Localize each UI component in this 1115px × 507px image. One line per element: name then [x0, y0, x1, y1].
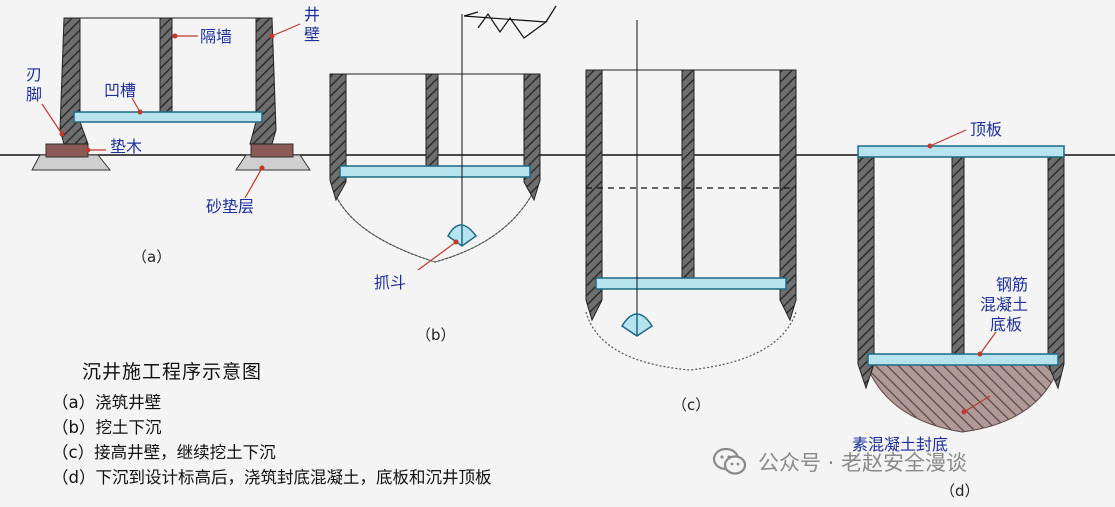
- excavation-profile-c: [585, 311, 797, 371]
- panel-c: （c）: [585, 20, 797, 414]
- partition-wall-d: [951, 155, 965, 355]
- partition-wall-c: [681, 69, 695, 279]
- well-wall-right: [249, 17, 277, 145]
- panel-tag-d: （d）: [940, 482, 980, 500]
- partition-wall-b: [425, 73, 439, 167]
- label-groove: 凹槽: [104, 81, 136, 100]
- label-well-wall-1: 井: [304, 5, 320, 24]
- bearing-pad-left: [45, 143, 89, 158]
- slab-c: [595, 277, 787, 290]
- label-rc-slab-2: 混凝土: [980, 295, 1028, 314]
- groove-slab: [73, 111, 263, 123]
- label-cutting-edge-2: 脚: [26, 85, 42, 104]
- roof-slab: [857, 145, 1065, 158]
- panel-tag-c: （c）: [672, 396, 710, 414]
- well-wall-right-b: [523, 73, 541, 202]
- legend-step-a: （a）浇筑井壁: [52, 393, 162, 412]
- label-grab-bucket: 抓斗: [374, 273, 406, 292]
- panel-a: 隔墙 井 壁 刃 脚 凹槽 垫木 砂垫层 （a）: [26, 5, 320, 266]
- excavation-profile-b: [329, 177, 541, 263]
- label-partition-wall: 隔墙: [200, 27, 232, 46]
- label-cutting-edge-1: 刃: [26, 65, 42, 84]
- panel-d: 顶板 钢筋 混凝土 底板 素混凝土封底 （d）: [852, 120, 1065, 500]
- panel-tag-b: （b）: [416, 326, 456, 344]
- legend-step-c: （c）接高井壁，继续挖土下沉: [52, 443, 276, 462]
- slab-b: [339, 165, 531, 178]
- crane-boom: [463, 5, 557, 39]
- label-rc-slab-3: 底板: [990, 315, 1022, 334]
- wechat-icon: [712, 447, 747, 475]
- panel-b: 抓斗 （b）: [329, 5, 557, 344]
- well-wall-left: [59, 17, 89, 145]
- label-sand-cushion: 砂垫层: [206, 197, 254, 216]
- bearing-pad-right: [250, 143, 294, 158]
- grab-bucket-icon: [447, 224, 478, 247]
- legend: 沉井施工程序示意图 （a）浇筑井壁 （b）挖土下沉 （c）接高井壁，继续挖土下沉…: [52, 357, 491, 490]
- diagram-title: 沉井施工程序示意图: [82, 361, 263, 383]
- watermark-text: 公众号 · 老赵安全漫谈: [758, 451, 968, 475]
- label-roof-slab: 顶板: [970, 120, 1002, 139]
- grab-bucket-icon-c: [620, 312, 654, 337]
- label-well-wall-2: 壁: [304, 25, 320, 44]
- panel-tag-a: （a）: [132, 248, 171, 266]
- watermark: 公众号 · 老赵安全漫谈: [712, 445, 967, 479]
- label-plain-concrete-seal: 素混凝土封底: [852, 435, 948, 454]
- well-wall-left-b: [329, 73, 347, 202]
- legend-step-b: （b）挖土下沉: [52, 418, 162, 437]
- rc-bottom-slab: [867, 353, 1059, 366]
- label-rc-slab-1: 钢筋: [996, 275, 1028, 294]
- well-wall-right-d: [1047, 145, 1065, 390]
- partition-wall: [159, 17, 173, 115]
- well-wall-left-d: [857, 145, 875, 390]
- plain-concrete-seal: [865, 363, 1061, 433]
- label-bearing-pad: 垫木: [110, 137, 142, 156]
- legend-step-d: （d）下沉到设计标高后，浇筑封底混凝土，底板和沉井顶板: [52, 468, 492, 487]
